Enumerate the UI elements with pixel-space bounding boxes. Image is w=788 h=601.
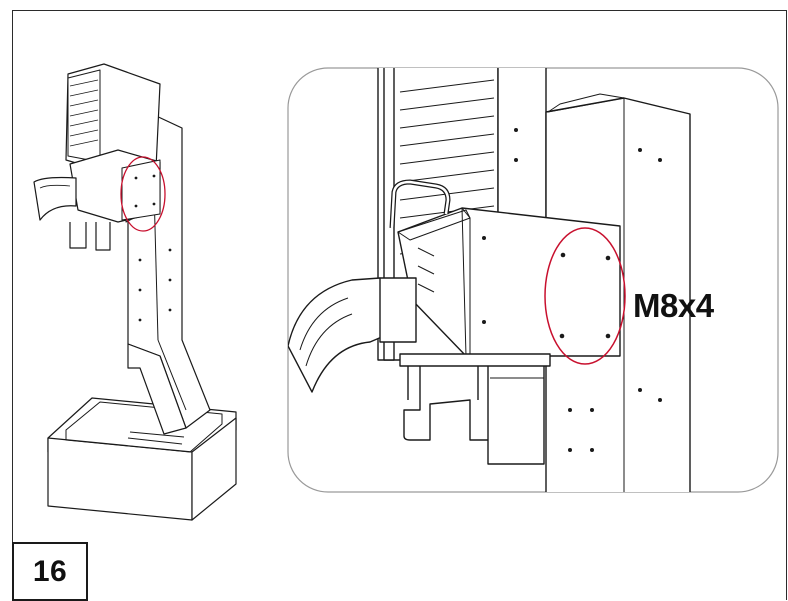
step-number-box: 16 bbox=[12, 542, 88, 601]
bolt-spec-label: M8x4 bbox=[633, 287, 714, 324]
overview-highlight-circle bbox=[120, 156, 166, 232]
base-block bbox=[47, 397, 237, 521]
step-number: 16 bbox=[32, 554, 68, 588]
radiator-unit bbox=[65, 63, 161, 177]
overview-illustration bbox=[33, 63, 237, 521]
detail-head-box bbox=[397, 207, 621, 357]
detail-illustration bbox=[288, 68, 691, 492]
page-frame bbox=[12, 10, 787, 600]
detail-hooks bbox=[399, 353, 551, 465]
column-holes bbox=[134, 174, 172, 322]
detail-spout bbox=[288, 277, 417, 393]
detail-highlight-circle bbox=[544, 227, 626, 365]
detail-bolt-holes bbox=[559, 252, 611, 339]
